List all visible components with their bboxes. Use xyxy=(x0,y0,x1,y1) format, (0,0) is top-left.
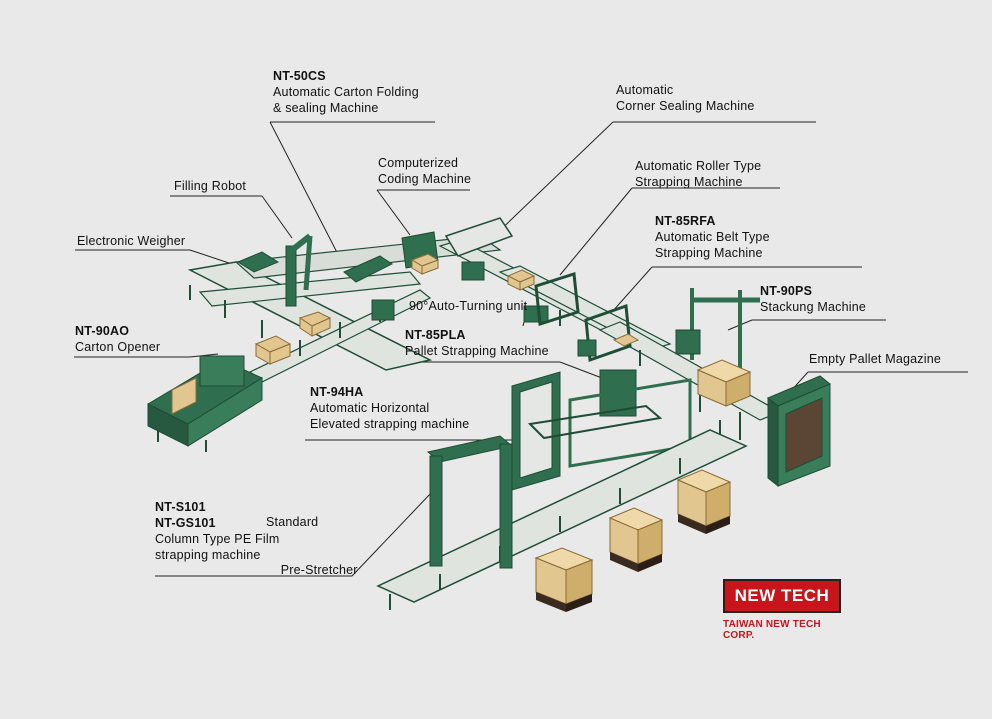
label-line: Strapping Machine xyxy=(655,246,763,260)
label-line: Filling Robot xyxy=(174,179,247,193)
pallet-stack xyxy=(534,547,594,612)
label-line: strapping machine xyxy=(155,548,261,562)
label-code: NT-85PLA xyxy=(405,328,466,342)
label-code: NT-GS101 xyxy=(155,516,216,530)
label-nt85rfa: NT-85RFA Automatic Belt Type Strapping M… xyxy=(655,213,770,261)
pallet-stack xyxy=(676,469,732,534)
label-line: Automatic Horizontal xyxy=(310,401,430,415)
label-line: Corner Sealing Machine xyxy=(616,99,755,113)
pallet-stacks xyxy=(534,359,752,612)
corner-sealing-machine xyxy=(444,217,514,281)
label-code: NT-85RFA xyxy=(655,214,716,228)
label-nt90ps: NT-90PS Stackung Machine xyxy=(760,283,866,315)
label-line: Automatic Roller Type xyxy=(635,159,762,173)
label-code: NT-90PS xyxy=(760,284,813,298)
logo-brand: NEW TECH xyxy=(734,586,830,605)
label-line: Computerized xyxy=(378,156,459,170)
logo-company-name: TAIWAN NEW TECH CORP. xyxy=(723,619,821,641)
stacking-machine xyxy=(675,288,760,370)
cartons xyxy=(254,253,640,365)
label-line: Automatic Carton Folding xyxy=(273,85,419,99)
label-code: NT-50CS xyxy=(273,69,326,83)
label-corner-sealing: Automatic Corner Sealing Machine xyxy=(616,82,755,114)
label-nt85pla: NT-85PLA Pallet Strapping Machine xyxy=(405,327,549,359)
empty-pallet-magazine xyxy=(767,375,831,488)
label-code: NT-94HA xyxy=(310,385,364,399)
weigher xyxy=(236,251,280,273)
filling-robot xyxy=(285,233,313,307)
pallet-stack xyxy=(696,359,752,407)
turning-unit xyxy=(523,305,549,323)
label-nt50cs: NT-50CS Automatic Carton Folding & seali… xyxy=(273,68,419,116)
label-line: Automatic xyxy=(616,83,674,97)
pallet-stack xyxy=(608,507,664,572)
logo-badge: NEW TECH xyxy=(723,579,841,613)
label-line: Pre-Stretcher xyxy=(266,563,358,577)
label-code: NT-S101 xyxy=(155,500,206,514)
label-line: & sealing Machine xyxy=(273,101,379,115)
horizontal-elevated-strapping-machine xyxy=(511,371,663,491)
label-line: Automatic Belt Type xyxy=(655,230,770,244)
label-pre-stretcher: Standard Pre-Stretcher xyxy=(266,482,358,610)
label-line: Carton Opener xyxy=(75,340,161,354)
label-line: Column Type PE Film xyxy=(155,532,280,546)
label-line: Strapping Machine xyxy=(635,175,743,189)
label-line: Standard xyxy=(266,515,319,529)
label-nt90ao: NT-90AO Carton Opener xyxy=(75,323,160,355)
label-filling-robot: Filling Robot xyxy=(174,178,246,194)
company-logo: NEW TECH TAIWAN NEW TECH CORP. xyxy=(723,579,843,641)
label-pallet-magazine: Empty Pallet Magazine xyxy=(809,351,941,367)
label-line: 90°Auto-Turning unit xyxy=(409,299,528,313)
label-line: Stackung Machine xyxy=(760,300,867,314)
label-coding-machine: Computerized Coding Machine xyxy=(378,155,471,187)
folding-sealing-machine xyxy=(343,255,395,321)
label-line: Electronic Weigher xyxy=(77,234,186,248)
label-code: NT-90AO xyxy=(75,324,130,338)
label-line: Elevated strapping machine xyxy=(310,417,470,431)
column-film-strapping-machine xyxy=(426,435,514,569)
label-line: Empty Pallet Magazine xyxy=(809,352,942,366)
label-turning-unit: 90°Auto-Turning unit xyxy=(409,298,527,314)
label-line: Coding Machine xyxy=(378,172,472,186)
carton-opener-machine xyxy=(146,355,264,452)
label-nt94ha: NT-94HA Automatic Horizontal Elevated st… xyxy=(310,384,469,432)
label-nts101: NT-S101 NT-GS101 Column Type PE Film str… xyxy=(155,499,279,563)
belt-strapping-machine xyxy=(577,303,632,363)
label-roller-strapping: Automatic Roller Type Strapping Machine xyxy=(635,158,761,190)
roller-strapping-machine xyxy=(534,272,580,326)
label-line: Pallet Strapping Machine xyxy=(405,344,549,358)
label-weigher: Electronic Weigher xyxy=(77,233,185,249)
